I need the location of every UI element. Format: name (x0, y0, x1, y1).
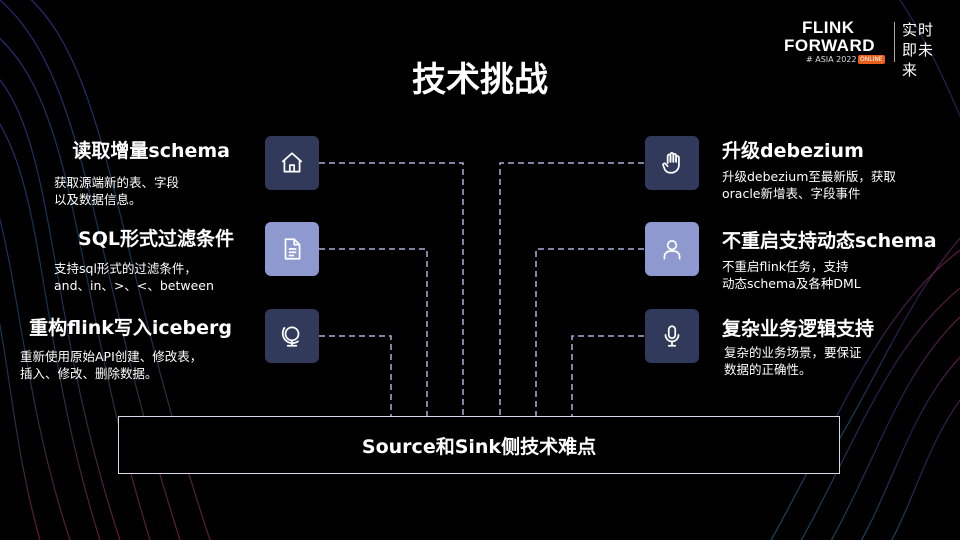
logo-line2: FORWARD (784, 36, 876, 55)
hand-icon (662, 152, 680, 174)
logo-event: # ASIA 2022 (806, 55, 857, 64)
left-item-3-desc: 重新使用原始API创建、修改表， 插入、修改、删除数据。 (20, 348, 202, 382)
user-icon-box (645, 222, 699, 276)
right-item-3-desc: 复杂的业务场景，要保证 数据的正确性。 (724, 344, 862, 378)
desc-line: 动态schema及各种DML (722, 276, 861, 291)
logo-line1: FLINK (802, 18, 855, 37)
desc-line: 复杂的业务场景，要保证 (724, 345, 862, 360)
home-icon-box (265, 136, 319, 190)
left-item-2-title: SQL形式过滤条件 (78, 228, 234, 250)
connector-left-2 (319, 248, 428, 416)
left-item-2-desc: 支持sql形式的过滤条件， and、in、>、<、between (54, 260, 214, 294)
microphone-icon (664, 325, 680, 347)
desc-line: and、in、>、<、between (54, 278, 214, 293)
bottom-summary-label: Source和Sink侧技术难点 (361, 435, 597, 458)
slide-title: 技术挑战 (412, 60, 548, 100)
microphone-icon-box (645, 309, 699, 363)
desc-line: 插入、修改、删除数据。 (20, 366, 158, 381)
right-item-2-desc: 不重启flink任务，支持 动态schema及各种DML (722, 258, 861, 292)
desc-line: 获取源端新的表、字段 (54, 175, 180, 190)
connector-right-1 (499, 162, 644, 416)
logo-slogan: 实时即未来 (902, 21, 935, 79)
flink-forward-logo: FLINK FORWARD # ASIA 2022 ONLINE 实时即未来 (784, 18, 944, 79)
user-icon (663, 240, 681, 260)
desc-line: 重新使用原始API创建、修改表， (20, 349, 203, 364)
document-icon-box (265, 222, 319, 276)
connector-left-1 (319, 162, 464, 416)
connector-right-2 (535, 248, 644, 416)
home-icon (281, 152, 303, 173)
desc-line: 升级debezium至最新版，获取 (722, 169, 896, 184)
globe-icon-box (265, 309, 319, 363)
desc-line: oracle新增表、字段事件 (722, 186, 861, 201)
bottom-summary-box: Source和Sink侧技术难点 (118, 416, 840, 474)
left-item-1-desc: 获取源端新的表、字段 以及数据信息。 (54, 174, 179, 208)
connector-right-3 (571, 335, 644, 416)
right-item-2-title: 不重启支持动态schema (722, 230, 937, 252)
left-item-3-title: 重构flink写入iceberg (29, 317, 232, 339)
connector-left-3 (319, 335, 392, 416)
globe-icon (281, 326, 300, 347)
logo-badge: ONLINE (858, 55, 885, 64)
desc-line: 不重启flink任务，支持 (722, 259, 849, 274)
desc-line: 支持sql形式的过滤条件， (54, 261, 197, 276)
right-item-1-title: 升级debezium (722, 140, 864, 162)
desc-line: 数据的正确性。 (724, 362, 812, 377)
desc-line: 以及数据信息。 (54, 192, 142, 207)
hand-icon-box (645, 136, 699, 190)
right-item-3-title: 复杂业务逻辑支持 (722, 318, 875, 340)
document-icon (284, 238, 301, 260)
left-item-1-title: 读取增量schema (72, 140, 230, 162)
logo-divider (894, 22, 895, 62)
right-item-1-desc: 升级debezium至最新版，获取 oracle新增表、字段事件 (722, 168, 896, 202)
